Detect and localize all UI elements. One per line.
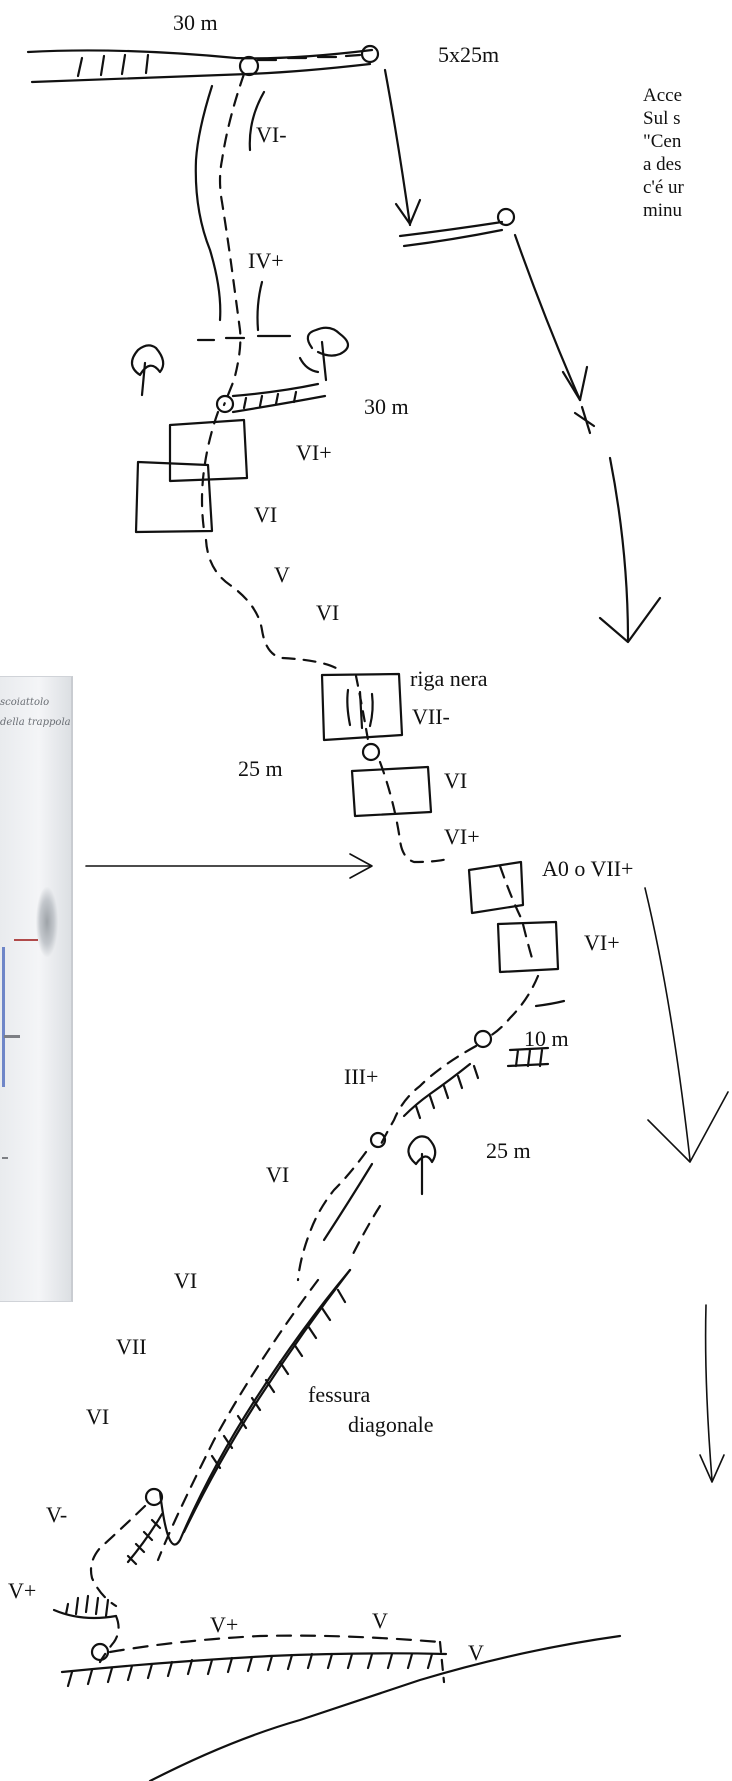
belay-3 <box>361 742 381 762</box>
note-line-6: minu <box>643 200 683 221</box>
box-a0 <box>467 860 525 915</box>
belay-start <box>90 1642 110 1662</box>
label-grade-v-plus-2: V+ <box>210 1612 239 1637</box>
label-grade-vi-plus-2: VI+ <box>444 824 480 849</box>
box-riga-nera <box>320 672 404 742</box>
label-top-length: 30 m <box>173 10 218 35</box>
note-line-4: a des <box>643 154 682 175</box>
slab-edge <box>402 1062 472 1118</box>
label-grade-vii: VII <box>116 1334 147 1359</box>
belay-10m <box>473 1029 493 1049</box>
descent-arrow-4 <box>644 887 691 1161</box>
photo-crack <box>36 887 58 957</box>
descent-ledge-1 <box>398 220 504 238</box>
label-grade-v-plus-1: V+ <box>8 1578 37 1603</box>
approach-note: Acce Sul s "Cen a des c'é ur minu <box>643 84 684 222</box>
pitch-fessura-line <box>156 1278 320 1562</box>
label-grade-v-1: V <box>274 562 290 587</box>
pitch-1-wall-left <box>194 84 222 322</box>
label-length-25m-1: 25 m <box>238 756 283 781</box>
photo-piece-2 <box>14 939 38 941</box>
label-riga-nera: riga nera <box>410 666 488 691</box>
descent-arrow-3 <box>608 456 630 642</box>
label-grade-vi-1: VI <box>254 502 278 527</box>
label-grade-vi-plus-3: VI+ <box>584 930 620 955</box>
pitch-2-line <box>204 538 338 670</box>
label-grade-iii-plus: III+ <box>344 1064 379 1089</box>
label-grade-vi-5: VI <box>174 1268 198 1293</box>
photo-caption-2: della trappola <box>0 717 71 728</box>
photo-piece-3 <box>2 1157 8 1159</box>
label-grade-v-minus: V- <box>46 1502 68 1527</box>
descent-anchor <box>496 207 516 227</box>
label-mid-length: 30 m <box>364 394 409 419</box>
belay-2 <box>215 394 235 414</box>
route-photo: scoiattolo della trappola <box>0 676 73 1302</box>
tree-right <box>298 326 350 382</box>
note-line-5: c'é ur <box>643 177 684 198</box>
label-length-25m-2: 25 m <box>486 1138 531 1163</box>
label-length-10m: 10 m <box>524 1026 569 1051</box>
label-fessura: fessura <box>308 1382 371 1407</box>
label-grade-vi-4: VI <box>266 1162 290 1187</box>
photo-caption-1: scoiattolo <box>0 697 50 708</box>
pitch-1-line <box>218 72 246 407</box>
descent-arrow-2 <box>513 233 582 402</box>
ground-ledge <box>60 1652 448 1674</box>
box-vi-plus-2 <box>496 920 560 974</box>
label-grade-v-2: V <box>372 1608 388 1633</box>
fessura-diagonale <box>158 1268 352 1546</box>
belay-25m <box>369 1131 387 1149</box>
label-grade-v-3: V <box>468 1640 484 1665</box>
tree-left <box>130 344 165 397</box>
crack-upper <box>322 1162 374 1242</box>
label-grade-a0-vii-plus: A0 o VII+ <box>542 856 634 881</box>
photo-piece-1 <box>4 1035 20 1038</box>
top-ledge <box>26 48 374 84</box>
traverse-line <box>108 1634 442 1654</box>
label-grade-iv-plus: IV+ <box>248 248 284 273</box>
note-line-3: "Cen <box>643 131 682 152</box>
label-grade-vii-minus: VII- <box>412 704 450 729</box>
box-vi <box>134 460 214 534</box>
pitch-1-wall-right-top <box>248 90 266 152</box>
belay-top <box>238 55 260 77</box>
rappel-anchor-top <box>360 44 380 64</box>
tree-small <box>407 1135 437 1196</box>
label-grade-vi-6: VI <box>86 1404 110 1429</box>
descent-x <box>573 405 596 435</box>
box-vi-2 <box>350 765 433 818</box>
label-grade-vi-2: VI <box>316 600 340 625</box>
note-line-1: Acce <box>643 85 683 106</box>
belay-bottom <box>144 1487 164 1507</box>
note-line-2: Sul s <box>643 108 681 129</box>
label-rappel: 5x25m <box>438 42 500 67</box>
descent-arrow-5 <box>704 1304 713 1481</box>
label-grade-vi-minus: VI- <box>256 122 287 147</box>
label-grade-vi-3: VI <box>444 768 468 793</box>
label-diagonale: diagonale <box>348 1412 434 1437</box>
descent-arrow-1 <box>383 68 412 227</box>
hillside <box>148 1634 622 1781</box>
photo-rope <box>2 947 5 1087</box>
label-grade-vi-plus-1: VI+ <box>296 440 332 465</box>
